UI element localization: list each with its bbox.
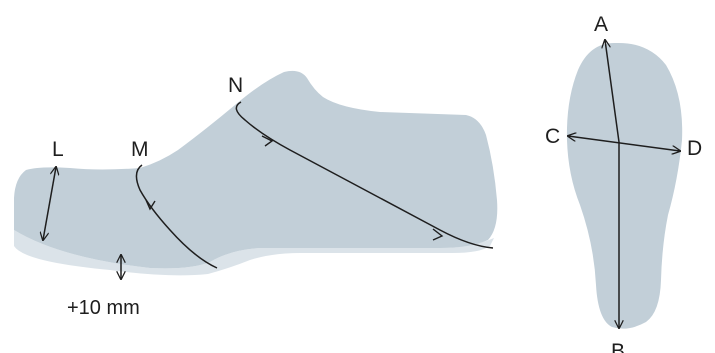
label-l: L	[52, 138, 64, 161]
measure-arrow-l	[43, 167, 56, 240]
axis-c-d	[568, 136, 680, 151]
label-a: A	[594, 13, 608, 36]
sole-top-view: A B C D	[545, 13, 702, 353]
sole-offset-note: +10 mm	[67, 297, 140, 319]
measure-curve-n-arrowhead-1	[261, 135, 274, 147]
shoe-last-side-view: L M N +10 mm	[14, 70, 498, 319]
measure-curve-n-arrowhead-2	[432, 228, 444, 241]
sole-layer	[14, 230, 494, 276]
measure-curve-n	[235, 101, 494, 249]
label-m: M	[131, 138, 149, 161]
label-d: D	[687, 137, 702, 160]
label-b: B	[611, 340, 625, 353]
sole-outline	[566, 42, 683, 329]
measure-curve-m	[135, 164, 218, 269]
label-n: N	[228, 74, 243, 97]
measure-curve-m-arrowhead	[145, 199, 156, 211]
label-c: C	[545, 125, 560, 148]
shoe-body	[14, 70, 498, 269]
